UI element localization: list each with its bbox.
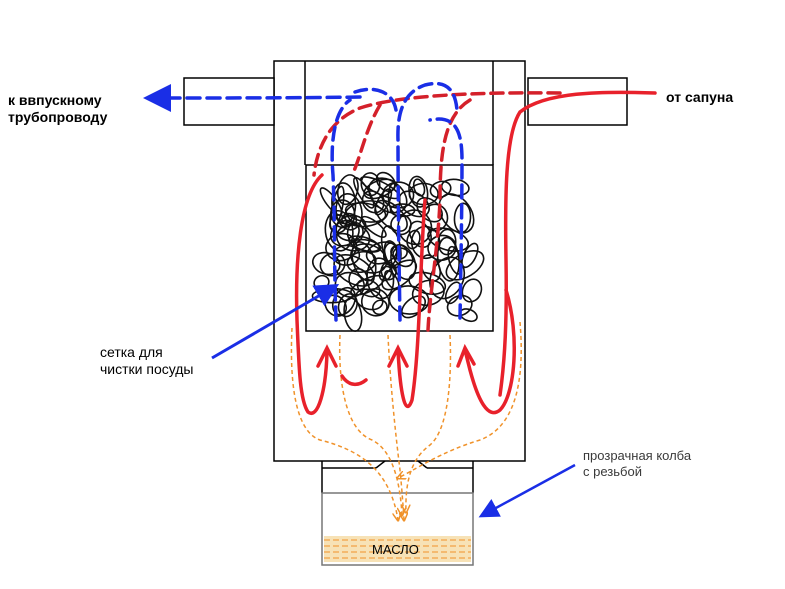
mesh-chamber [305,164,494,332]
transparent-flask [321,492,474,566]
breather-right-loop [463,288,517,415]
mesh-loop [372,299,388,316]
oil-drip-3 [387,334,404,520]
breather-center-loop-b [340,374,368,387]
breather-pipe [527,77,628,126]
intake-pipe [183,77,275,126]
intake-main-outflow [143,83,362,112]
mesh-loop [408,271,447,295]
mesh-loop [461,242,479,269]
mesh-loop [389,203,416,218]
mesh-loop [348,235,381,253]
breather-dashed-drop-1 [426,98,472,332]
breather-center-loop-a [396,198,427,409]
mesh-loop [356,278,381,298]
mesh-label: сетка для чистки посуды [100,344,194,377]
intake-pipe-label: к ввпускному трубопроводу [8,92,108,125]
drain-throat [375,460,428,469]
mesh-loop [325,232,358,262]
oil-drip-1 [290,327,398,520]
breather-dashed-flow [312,91,562,332]
mesh-loop [344,202,387,223]
mesh-loop [408,175,429,208]
pipes [183,77,628,126]
mesh-loop [324,209,354,252]
mesh-loop [366,257,395,300]
breather-arrowhead-center [387,344,409,368]
intake-riser-1 [330,98,352,322]
mesh-loop [350,243,388,274]
oil-drip-2 [338,334,402,515]
breather-left-loop [294,173,329,416]
mesh-loop [343,200,389,228]
intake-riser-3 [428,117,464,320]
oil-drip-5 [398,321,522,478]
breather-dashed-top [312,91,562,177]
mesh-loop [354,288,384,311]
breather-main-inflow [498,90,657,397]
mesh-loop [445,250,485,281]
breather-flow [294,90,657,416]
mesh-loop [329,185,345,231]
oil-drip-4 [406,334,452,512]
pointers [211,283,576,518]
flask-pointer-arrow [478,463,576,518]
mesh-loop [398,190,430,218]
flask-label: прозрачная колба с резьбой [583,448,692,479]
breather-arrowhead-right [456,343,476,368]
flask-assembly [321,460,474,566]
mesh-loop [382,242,398,266]
mesh-pointer-arrow [211,283,340,360]
breather-dashed-drop-2 [350,103,382,177]
oil-surface-lines [324,539,471,559]
mesh-loop [438,193,475,234]
intake-riser-2 [396,81,459,322]
oil-label: МАСЛО [372,542,419,557]
mesh-loop [384,270,400,291]
mesh-loop [461,278,483,303]
breather-label: от сапуна [666,89,734,105]
intake-riser-4 [353,87,398,112]
mesh-loop [392,247,414,268]
oil-flow [290,321,522,520]
mesh-loop [353,176,375,209]
mesh-loop [346,250,377,274]
breather-arrowhead-left [316,344,338,368]
mesh-loop [437,228,457,256]
mesh-loop [334,271,365,298]
intake-flow [143,81,464,322]
mesh-loop [408,220,432,248]
